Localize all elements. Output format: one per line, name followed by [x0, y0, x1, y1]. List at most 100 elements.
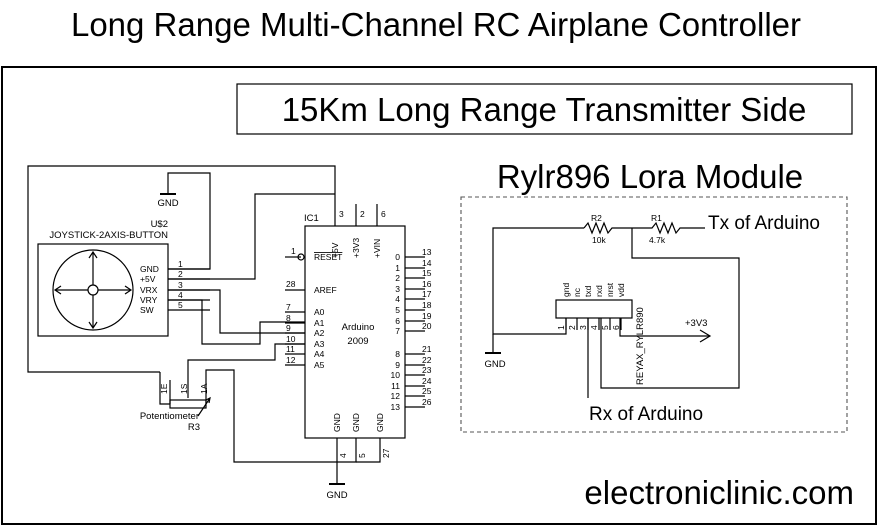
arduino-digital-pin-label: 9	[395, 360, 400, 370]
arduino-digital-pin-number: 23	[422, 365, 432, 375]
arduino-top-pin-label: +5V	[330, 242, 340, 258]
ground-label-top: GND	[157, 198, 178, 209]
arduino-top-pin-label: +VIN	[372, 239, 382, 258]
resistor-r1-value: 4.7k	[649, 235, 666, 245]
arduino-digital-pin-number: 21	[422, 344, 432, 354]
arduino-digital-pin-label: 7	[395, 326, 400, 336]
joystick-pin-number: 2	[178, 269, 183, 279]
lora-pin-label: nrst	[605, 282, 615, 297]
joystick-pin-number: 5	[178, 300, 183, 310]
resistor-r1-ref: R1	[651, 213, 662, 223]
tx-label: Tx of Arduino	[708, 213, 820, 234]
lora-pin-number: 2	[567, 325, 577, 330]
arduino-digital-pin-number: 22	[422, 355, 432, 365]
joystick-ref: U$2	[151, 219, 168, 230]
potentiometer: 1E 1S 1A Potentiometer R3	[140, 380, 211, 433]
arduino-digital-pin-label: 3	[395, 284, 400, 294]
lora-pin-label: nc	[572, 287, 582, 297]
arduino-name-line1: Arduino	[342, 322, 375, 333]
arduino-digital-pin-number: 19	[422, 311, 432, 321]
arduino-top-pin-number: 3	[339, 209, 344, 219]
arduino-digital-pin-number: 15	[422, 268, 432, 278]
subtitle-box	[236, 83, 853, 135]
potentiometer-wiper-icon	[197, 396, 211, 417]
lora-section-title: Rylr896 Lora Module	[497, 158, 803, 195]
joystick-center	[87, 284, 99, 296]
arduino-digital-pin-number: 18	[422, 300, 432, 310]
joystick-pin-label: SW	[140, 305, 154, 315]
arduino-digital-pin-label: 4	[395, 294, 400, 304]
pot-ref: R3	[188, 422, 200, 433]
arduino-digital-pin-number: 17	[422, 289, 432, 299]
lora-ground-label: GND	[484, 359, 505, 370]
lora-part-name: REYAX_RYLR890	[635, 307, 646, 385]
arduino-digital-pin-label: 13	[391, 402, 401, 412]
reset-pin-number: 1	[291, 246, 296, 256]
reset-label: RESET	[314, 252, 342, 262]
arduino-digital-pin-number: 20	[422, 321, 432, 331]
joystick-pin-label: VRY	[140, 295, 158, 305]
arduino-digital-pin-number: 25	[422, 386, 432, 396]
aref-pin-number: 28	[286, 279, 296, 289]
lora-dashed-box	[460, 196, 848, 433]
arduino-analog-pin-label: A2	[314, 328, 325, 338]
resistor-r2-ref: R2	[591, 213, 602, 223]
arduino-analog-pin-label: A1	[314, 318, 325, 328]
joystick-arrows-icon	[53, 250, 133, 330]
arduino-digital-pin-label: 5	[395, 305, 400, 315]
joystick-pin-number: 3	[178, 280, 183, 290]
arduino-top-pin-number: 2	[360, 209, 365, 219]
arduino-digital-pin-label: 0	[395, 252, 400, 262]
arduino-analog-pin-label: A0	[314, 307, 325, 317]
joystick-name: JOYSTICK-2AXIS-BUTTON	[49, 230, 168, 241]
arduino-gnd-pin-number: 4	[338, 453, 348, 458]
arduino-digital-pin-label: 8	[395, 349, 400, 359]
arduino-analog-pin-number: 7	[286, 302, 291, 312]
rx-label: Rx of Arduino	[589, 404, 703, 425]
lora-header-body	[555, 299, 633, 319]
arduino-body	[304, 225, 406, 439]
arduino-digital-pin-label: 10	[391, 370, 401, 380]
pot-name: Potentiometer	[140, 411, 199, 422]
arduino-analog-pin-number: 12	[286, 355, 296, 365]
pot-pin-1a: 1A	[199, 383, 209, 394]
arduino-digital-pin-label: 6	[395, 316, 400, 326]
left-wires	[27, 165, 337, 463]
lora-pin-number: 4	[589, 325, 599, 330]
arduino-name-line2: 2009	[347, 336, 368, 347]
aref-label: AREF	[314, 285, 337, 295]
potentiometer-body	[169, 399, 207, 409]
arduino-analog-pin-number: 8	[286, 313, 291, 323]
joystick-pin-label: GND	[140, 264, 159, 274]
arduino-analog-pin-label: A4	[314, 349, 325, 359]
arduino-gnd-pin-number: 27	[381, 448, 391, 458]
pot-pin-1e: 1E	[159, 383, 169, 394]
joystick-pin-number: 4	[178, 290, 183, 300]
lora-pin-label: gnd	[561, 283, 571, 297]
diagram-title: Long Range Multi-Channel RC Airplane Con…	[71, 6, 801, 43]
arduino-top-pin-number: 6	[381, 209, 386, 219]
pot-pin-1s: 1S	[179, 383, 189, 394]
schematic-frame	[1, 66, 877, 525]
resistor-r2	[583, 221, 632, 235]
arduino-top-pin-label: +3V3	[351, 238, 361, 258]
arduino-analog-pin-number: 9	[286, 323, 291, 333]
arduino-analog-pin-label: A3	[314, 339, 325, 349]
ground-symbol-bottom: GND	[326, 438, 381, 501]
arduino-digital-pin-label: 1	[395, 263, 400, 273]
arduino-digital-pin-number: 26	[422, 397, 432, 407]
arduino-analog-pin-label: A5	[314, 360, 325, 370]
lora-pin-label: rxd	[594, 285, 604, 297]
reset-bubble	[297, 253, 305, 261]
ground-label-bottom: GND	[326, 490, 347, 501]
joystick-pin-number: 1	[178, 259, 183, 269]
lora-pin-number: 1	[556, 325, 566, 330]
arduino-gnd-pin-label: GND	[332, 413, 342, 432]
arduino-digital-pin-number: 24	[422, 376, 432, 386]
arduino-analog-pin-number: 10	[286, 334, 296, 344]
supply-arrow-icon	[699, 329, 712, 343]
lora-pin-label: txd	[583, 285, 593, 297]
